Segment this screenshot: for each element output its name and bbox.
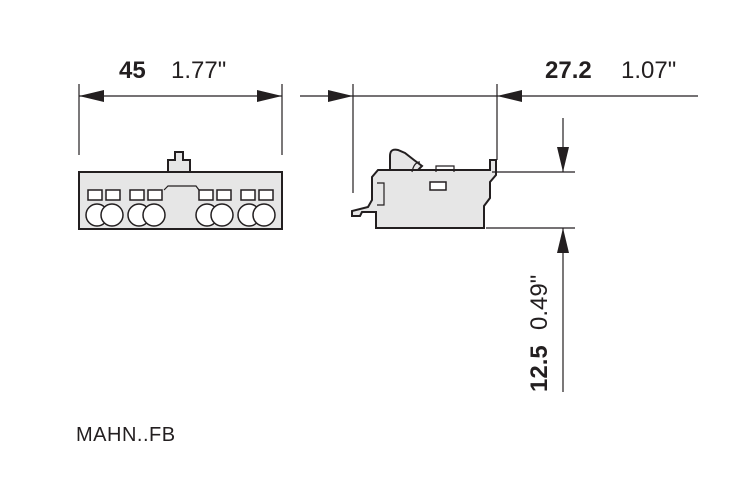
arrowhead-height-bottom-icon [557, 228, 569, 253]
side-latch [389, 148, 424, 171]
side-body [351, 159, 497, 229]
arrowhead-left-icon [79, 90, 104, 102]
height-inch-value: 0.49" [526, 275, 553, 330]
front-center-bridge [163, 185, 200, 191]
arrowhead-right-icon [257, 90, 282, 102]
front-terminals [85, 203, 276, 227]
side-top-tab [435, 165, 455, 172]
front-slots [87, 189, 274, 201]
side-view [351, 148, 497, 229]
part-reference-label: MAHN..FB [76, 424, 176, 446]
width-dimension: 45 1.77" [78, 57, 283, 155]
arrowhead-height-top-icon [557, 147, 569, 172]
front-latch [167, 151, 191, 173]
height-mm-value: 12.5 [526, 345, 553, 392]
side-hook-curve [411, 161, 421, 173]
width-inch-value: 1.77" [171, 57, 226, 84]
width-mm-value: 45 [119, 57, 146, 84]
depth-mm-value: 27.2 [545, 57, 592, 84]
arrowhead-depth-left-icon [328, 90, 353, 102]
front-view [78, 151, 283, 230]
depth-inch-value: 1.07" [621, 57, 676, 84]
side-window [429, 181, 447, 191]
depth-dimension: 27.2 1.07" [300, 57, 698, 193]
arrowhead-depth-right-icon [497, 90, 522, 102]
side-notch [377, 182, 385, 206]
height-dimension: 12.5 0.49" [486, 118, 575, 392]
